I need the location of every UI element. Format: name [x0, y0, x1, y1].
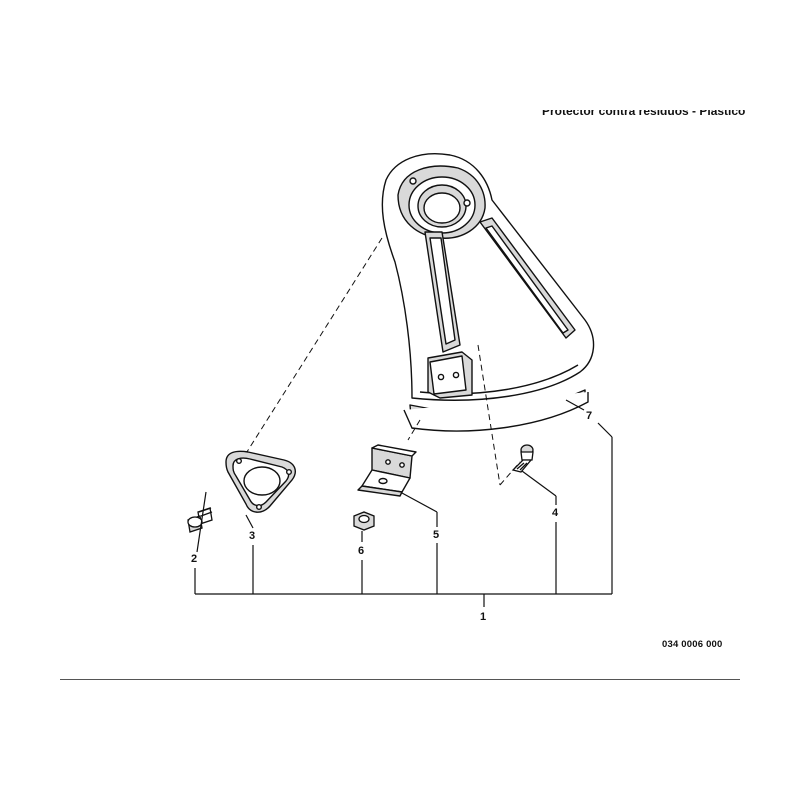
- callout-2: 2: [191, 553, 198, 565]
- callout-6: 6: [358, 545, 365, 557]
- callout-4: 4: [552, 507, 559, 519]
- page-header: Protector contra residuos - Plástico: [520, 110, 760, 124]
- callout-1: 1: [480, 611, 487, 623]
- flange-plate-part: [225, 450, 296, 513]
- drawing-reference-code: 034 0006 000: [662, 639, 723, 650]
- mounting-bracket-part: [357, 444, 417, 497]
- callout-3: 3: [249, 530, 256, 542]
- screw-part-small: [187, 507, 213, 533]
- debris-guard-part: [381, 153, 595, 432]
- page-divider: [60, 679, 740, 680]
- screw-part-long: [511, 444, 534, 473]
- hex-nut-part: [353, 511, 375, 531]
- header-title: Protector contra residuos - Plástico: [542, 110, 746, 118]
- callout-leader-lines: [194, 399, 613, 607]
- callout-7: 7: [586, 410, 593, 422]
- callout-5: 5: [433, 529, 440, 541]
